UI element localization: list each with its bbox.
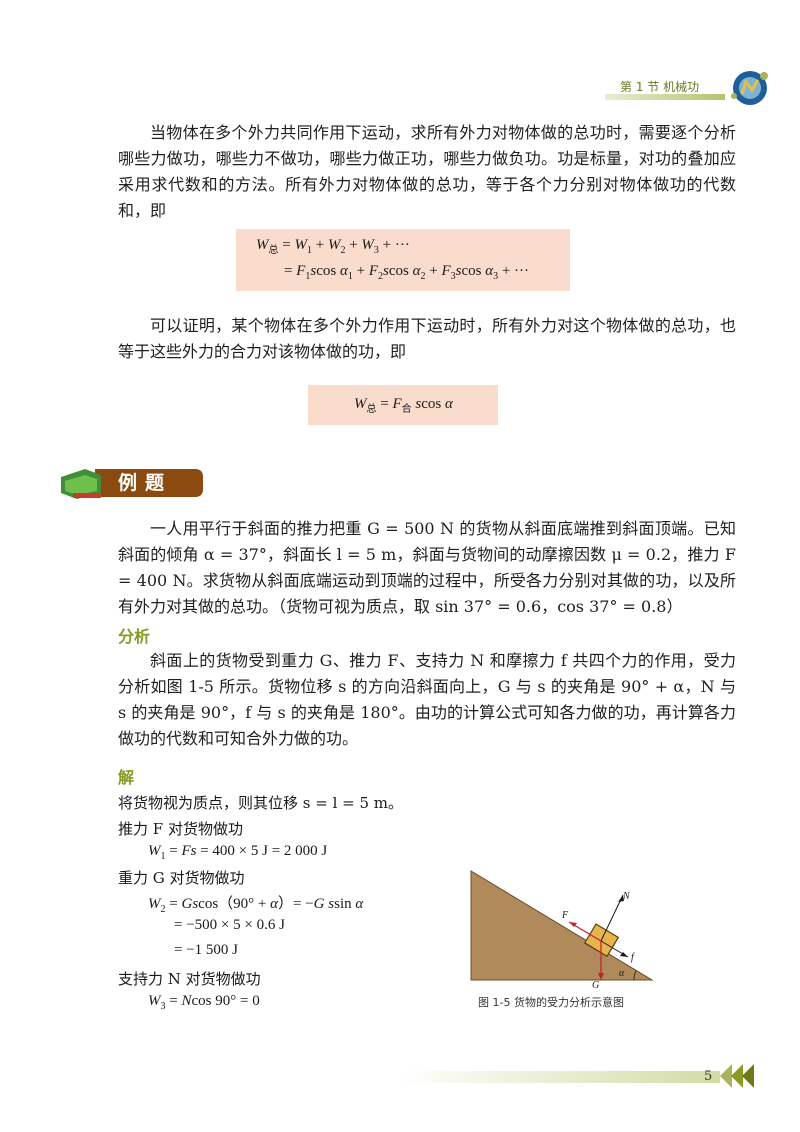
example-problem: 一人用平行于斜面的推力把重 G = 500 N 的货物从斜面底端推到斜面顶端。已…	[118, 519, 736, 616]
header-logo-icon	[731, 71, 768, 105]
analysis-paragraph: 斜面上的货物受到重力 G、推力 F、支持力 N 和摩擦力 f 共四个力的作用，受…	[118, 651, 736, 748]
label-F: F	[561, 910, 569, 921]
formula-net-work: W总 = F合 scos α	[308, 385, 498, 425]
footer-bar	[400, 1071, 720, 1083]
label-f: f	[631, 952, 635, 963]
incline-slope	[470, 870, 654, 981]
figure-caption: 图 1-5 货物的受力分析示意图	[478, 996, 624, 1009]
solution-line-4: 重力 G 对货物做功	[118, 869, 245, 887]
label-alpha: α	[619, 968, 625, 979]
analysis-heading: 分析	[118, 627, 151, 646]
force-diagram: N F f G α	[470, 870, 654, 988]
formula-line-1: W总 = W1 + W2 + W3 + ···	[256, 237, 410, 256]
example-banner	[61, 469, 203, 499]
label-G: G	[592, 980, 599, 988]
example-banner-label: 例题	[118, 472, 173, 494]
page-number: 5	[704, 1069, 713, 1084]
formula-total-work: W总 = W1 + W2 + W3 + ··· = F1scos α1 + F2…	[236, 229, 570, 291]
solution-line-8: 支持力 N 对货物做功	[118, 970, 261, 988]
solution-eq-w2-step: = −500 × 5 × 0.6 J	[174, 917, 285, 933]
normal-force-arrow	[600, 894, 624, 942]
footer-arrows-icon	[720, 1064, 754, 1088]
solution-eq-w1: W1 = Fs = 400 × 5 J = 2 000 J	[148, 843, 328, 862]
formula-net-line: W总 = F合 scos α	[354, 396, 453, 415]
label-N: N	[622, 891, 631, 902]
solution-eq-w3: W3 = Ncos 90° = 0	[148, 993, 260, 1012]
intro-paragraph-2: 可以证明，某个物体在多个外力作用下运动时，所有外力对这个物体做的总功，也等于这些…	[118, 316, 736, 361]
solution-line-1: 将货物视为质点，则其位移 s = l = 5 m。	[118, 794, 404, 812]
solution-heading: 解	[118, 768, 135, 787]
formula-line-2: = F1scos α1 + F2scos α2 + F3scos α3 + ··…	[284, 263, 530, 282]
solution-eq-w2-result: = −1 500 J	[174, 942, 239, 958]
angle-arc	[633, 970, 637, 981]
solution-eq-w2: W2 = Gscos（90° + α）= −G ssin α	[148, 896, 364, 915]
intro-paragraph-1: 当物体在多个外力共同作用下运动，求所有外力对物体做的总功时，需要逐个分析哪些力做…	[118, 123, 736, 220]
header-bar	[605, 94, 725, 100]
solution-line-2: 推力 F 对货物做功	[118, 820, 243, 838]
running-header: 第 1 节 机械功	[620, 80, 700, 94]
